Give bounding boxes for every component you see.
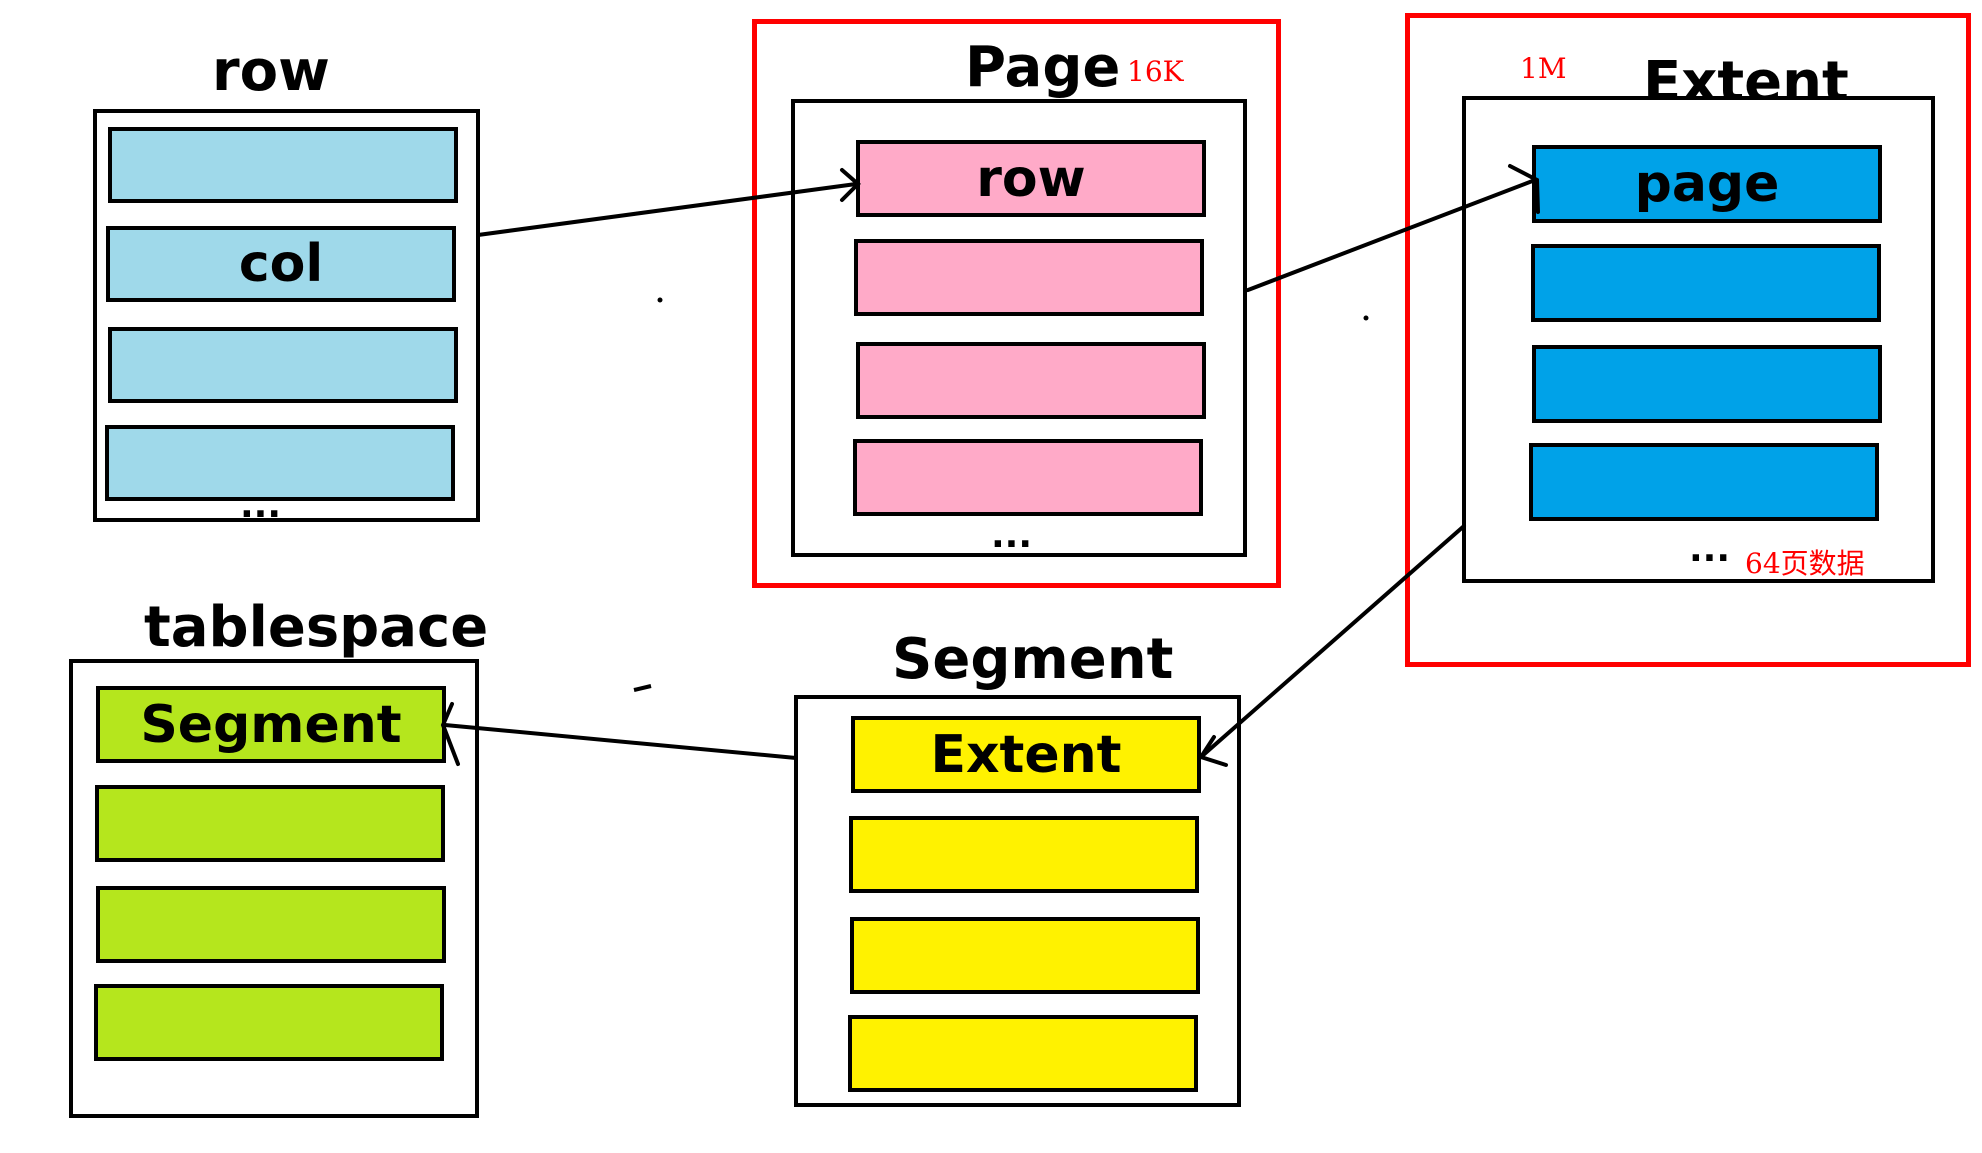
extent-count-note: 64页数据 <box>1745 547 1865 580</box>
page-group-title: Page <box>965 35 1121 100</box>
arrow-segment-to-tablespace <box>443 723 798 760</box>
extent-cell-label: page <box>1634 154 1780 214</box>
page-cell-3 <box>856 342 1206 419</box>
row-cell-1 <box>108 127 458 203</box>
segment-cell-3 <box>850 917 1200 994</box>
arrow-segment-to-tablespace-head <box>440 702 460 766</box>
arrow-extent-to-segment-head <box>1197 735 1228 767</box>
page-cell-label: row <box>976 148 1086 209</box>
page-ellipsis: ... <box>991 515 1033 556</box>
row-group-title: row <box>212 39 330 104</box>
arrow-extent-to-segment <box>1199 524 1466 759</box>
segment-group-title: Segment <box>892 627 1174 692</box>
stray-dash <box>633 684 652 692</box>
arrow-page-to-extent <box>1246 178 1537 292</box>
row-cell-4 <box>105 425 455 501</box>
arrow-row-to-page <box>476 182 858 237</box>
row-ellipsis: ... <box>240 485 282 526</box>
segment-cell-label: Extent <box>930 724 1122 785</box>
page-size-note: 16K <box>1127 55 1184 88</box>
segment-cell-2 <box>849 816 1199 893</box>
stray-dot-2 <box>1363 315 1369 321</box>
stray-dot-1 <box>657 297 663 303</box>
row-cell-label: col <box>238 234 324 294</box>
tablespace-cell-4 <box>94 984 444 1061</box>
segment-cell-4 <box>848 1015 1198 1092</box>
page-cell-row: row <box>856 140 1206 217</box>
segment-cell-extent: Extent <box>851 716 1201 793</box>
tablespace-cell-label: Segment <box>140 694 402 755</box>
extent-cell-page: page <box>1532 145 1882 223</box>
page-cell-4 <box>853 439 1203 516</box>
row-cell-col: col <box>106 226 456 302</box>
tablespace-cell-2 <box>95 785 445 862</box>
arrow-page-to-extent-head <box>1508 164 1540 214</box>
extent-size-note: 1M <box>1520 52 1567 85</box>
extent-cell-3 <box>1532 345 1882 423</box>
extent-highlight-frame <box>1405 13 1971 667</box>
arrow-row-to-page-head <box>840 168 861 202</box>
row-cell-3 <box>108 327 458 403</box>
page-cell-2 <box>854 239 1204 316</box>
extent-ellipsis: ... <box>1689 529 1731 570</box>
page-highlight-frame <box>752 19 1281 588</box>
extent-cell-2 <box>1531 244 1881 322</box>
tablespace-cell-3 <box>96 886 446 963</box>
tablespace-group-title: tablespace <box>144 595 489 660</box>
extent-cell-4 <box>1529 443 1879 521</box>
